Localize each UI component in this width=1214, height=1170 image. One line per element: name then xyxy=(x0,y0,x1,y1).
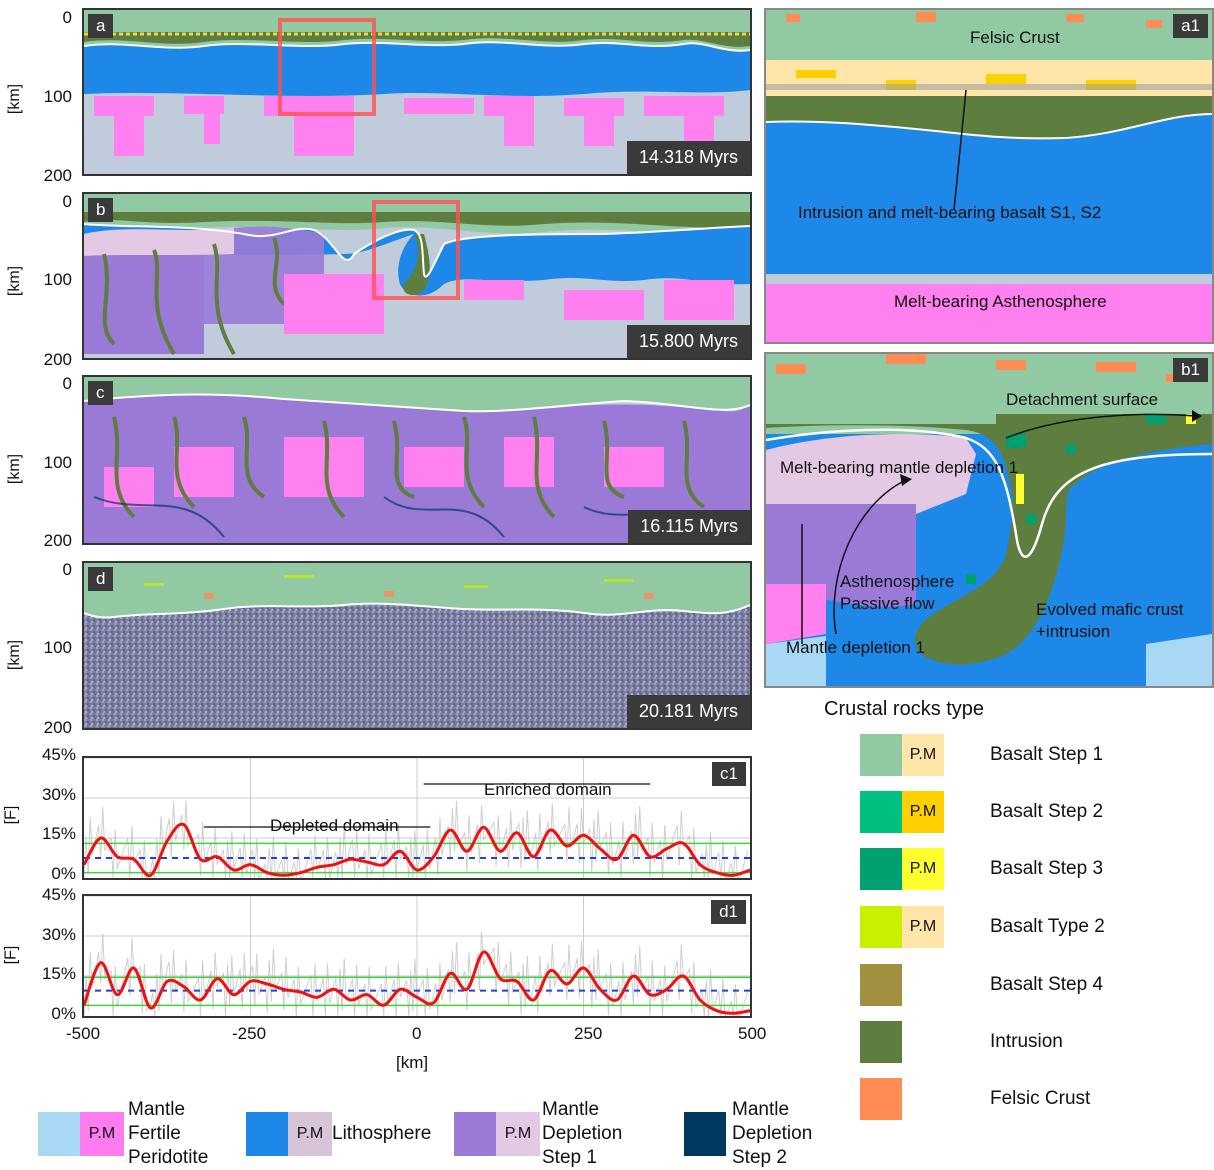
c1-ylabel: [F] xyxy=(2,805,20,825)
depth-tick: 100 xyxy=(43,453,72,472)
legend-label: Felsic Crust xyxy=(990,1088,1091,1109)
a1-felsic-label: Felsic Crust xyxy=(970,28,1060,47)
legend-pm-swatch: P.M xyxy=(288,1112,332,1156)
melt-fraction-line xyxy=(84,822,750,878)
a1-intrusion-label: Intrusion and melt-bearing basalt S1, S2 xyxy=(798,203,1102,222)
chart-c1-tag: c1 xyxy=(712,762,746,786)
d1-ytick: 0% xyxy=(51,1004,76,1023)
a1-melt-label: Melt-bearing Asthenosphere xyxy=(894,292,1107,311)
legend-pm-swatch: P.M xyxy=(80,1112,124,1156)
legend-swatch xyxy=(684,1112,726,1156)
panel-b1: b1 Detachment surface Melt-bearing mantl… xyxy=(764,352,1214,688)
chart-d1-tag: d1 xyxy=(711,900,746,924)
panel-d: d 20.181 Myrs xyxy=(82,561,752,730)
panel-c-tag: c xyxy=(88,381,113,405)
c1-enriched-label: Enriched domain xyxy=(484,780,612,799)
depth-tick: 100 xyxy=(43,638,72,657)
panel-b-tag: b xyxy=(88,198,114,222)
d1-ytick: 45% xyxy=(41,885,76,904)
legend-swatch xyxy=(246,1112,288,1156)
legend-swatch xyxy=(860,791,902,833)
c1-ytick: 45% xyxy=(41,745,76,764)
panel-a1: a1 Felsic Crust Intrusion and melt-beari… xyxy=(764,8,1214,344)
legend-pm-swatch: P.M xyxy=(902,734,944,776)
legend-crust-title: Crustal rocks type xyxy=(824,698,985,720)
x-tick: 500 xyxy=(738,1024,767,1043)
depth-axis-label: [km] xyxy=(6,453,24,485)
legend-swatch xyxy=(38,1112,80,1156)
legend-swatch xyxy=(860,906,902,948)
legend-swatch xyxy=(860,1021,902,1063)
x-axis-label: [km] xyxy=(396,1053,429,1072)
legend-pm-swatch: P.M xyxy=(902,848,944,890)
b1-intrusion-label: +intrusion xyxy=(1036,622,1111,641)
d1-ytick: 15% xyxy=(41,964,76,983)
x-tick: 0 xyxy=(412,1024,422,1043)
d1-ylabel: [F] xyxy=(2,945,20,965)
depth-tick: 0 xyxy=(62,560,72,579)
legend-pm-swatch: P.M xyxy=(902,791,944,833)
legend-label: Basalt Step 3 xyxy=(990,858,1104,879)
legend-pm-swatch: P.M xyxy=(902,906,944,948)
b1-mantle-label: Mantle depletion 1 xyxy=(786,638,925,657)
panel-c-time: 16.115 Myrs xyxy=(628,510,750,543)
depth-tick: 100 xyxy=(43,87,72,106)
raw-melt-trace xyxy=(84,932,749,1016)
panel-c: c 16.115 Myrs xyxy=(82,375,752,545)
b1-evolved-label: Evolved mafic crust xyxy=(1036,600,1184,619)
panel-b: b 15.800 Myrs xyxy=(82,192,752,360)
legend-swatch xyxy=(860,1078,902,1120)
legend-swatch xyxy=(860,964,902,1006)
b1-detach-label: Detachment surface xyxy=(1006,390,1159,409)
panel-a-time: 14.318 Myrs xyxy=(626,141,750,174)
legend-swatch xyxy=(454,1112,496,1156)
panel-b1-tag: b1 xyxy=(1173,358,1208,382)
legend-label: Basalt Step 1 xyxy=(990,744,1104,765)
depth-tick: 200 xyxy=(43,531,72,550)
depth-tick: 0 xyxy=(62,192,72,211)
depth-tick: 200 xyxy=(43,718,72,737)
raw-melt-trace xyxy=(84,800,749,878)
legend-pm-swatch: P.M xyxy=(496,1112,540,1156)
melt-fraction-line xyxy=(84,950,750,1015)
panel-a1-tag: a1 xyxy=(1173,14,1208,38)
legend-swatch xyxy=(860,734,902,776)
depth-axis-label: [km] xyxy=(6,83,24,115)
chart-c1: c1 Depleted domain Enriched domain xyxy=(82,756,752,880)
legend-label: Basalt Step 4 xyxy=(990,974,1104,995)
x-tick: 250 xyxy=(574,1024,603,1043)
depth-tick: 100 xyxy=(43,270,72,289)
c1-depleted-label: Depleted domain xyxy=(270,816,399,835)
c1-ytick: 30% xyxy=(41,785,76,804)
legend-swatch xyxy=(860,848,902,890)
b1-meltdep-label: Melt-bearing mantle depletion 1 xyxy=(780,458,1019,477)
depth-axis-label: [km] xyxy=(6,639,24,671)
b1-passive-label: Passive flow xyxy=(840,594,935,613)
depth-tick: 200 xyxy=(43,350,72,369)
legend-label: Basalt Type 2 xyxy=(990,916,1105,937)
legend-label: Basalt Step 2 xyxy=(990,801,1104,822)
panel-b-time: 15.800 Myrs xyxy=(626,325,750,358)
x-tick: -250 xyxy=(232,1024,267,1043)
panel-d-time: 20.181 Myrs xyxy=(626,695,750,728)
chart-d1: d1 xyxy=(82,894,752,1018)
x-tick: -500 xyxy=(66,1024,101,1043)
depth-axis-label: [km] xyxy=(6,265,24,297)
legend-label: Intrusion xyxy=(990,1031,1063,1052)
c1-ytick: 15% xyxy=(41,824,76,843)
panel-d-tag: d xyxy=(88,567,114,591)
depth-tick: 0 xyxy=(62,8,72,27)
legend-label: Lithosphere xyxy=(332,1123,432,1144)
depth-tick: 200 xyxy=(43,166,72,185)
panel-a-tag: a xyxy=(88,14,114,38)
b1-asth-label: Asthenosphere xyxy=(840,572,955,591)
depth-tick: 0 xyxy=(62,374,72,393)
panel-a: a 14.318 Myrs xyxy=(82,8,752,176)
c1-ytick: 0% xyxy=(51,864,76,883)
d1-ytick: 30% xyxy=(41,925,76,944)
